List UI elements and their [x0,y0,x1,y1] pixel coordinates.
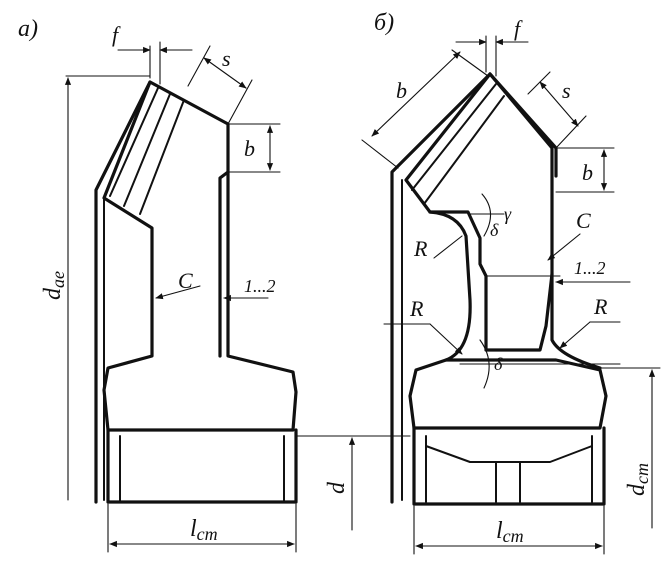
view-a-s-arrows [203,57,247,89]
view-a-f-label: f [112,22,121,47]
view-a: а) f s b dae C [18,16,298,553]
view-b-btop-label: b [396,78,407,103]
view-a-s-ext2 [227,79,253,125]
view-b-label: б) [374,10,394,36]
view-b-c-label: C [576,208,591,233]
view-b-s-ext1 [527,71,551,95]
view-b-web-right [550,272,602,370]
view-a-web-right [218,170,230,358]
view-b-f-label: f [514,16,523,41]
view-b-delta-top-label: δ [490,220,499,240]
view-b-hub-lower [412,426,606,506]
view-a-b-label: b [244,136,255,161]
view-a-hub-lower [106,428,298,504]
view-b-btop-ext1 [361,139,399,169]
view-b-tooth-lines [411,83,505,205]
view-a-c-label: C [178,268,193,293]
view-a-c-leader [155,285,201,300]
view-b-r-top-leader [433,235,463,259]
view-b-angle-arc-bottom [479,339,490,389]
view-b-s-ext2 [555,115,587,149]
view-b-hub-inner [425,435,593,503]
bore-label: d [324,481,350,494]
view-a-dae-label: dae [40,271,68,300]
view-a-label: а) [18,16,38,42]
view-b-lct-label: lст [496,518,524,546]
view-b-delta-bottom-label: δ [494,354,503,374]
view-b-b-label: b [582,160,593,185]
view-b-r-left-leader [429,323,463,355]
view-b-c-leader [547,233,581,261]
view-b-clearance-label: 1...2 [574,258,606,278]
view-b-r-top-label: R [413,236,428,261]
view-b-keyway [425,445,593,503]
view-a-tooth-lines [109,87,185,215]
view-a-s-ext1 [187,45,211,87]
view-a-lct-label: lст [190,516,218,544]
view-b-hub-section [408,358,608,430]
view-b-r-right-label: R [593,294,608,319]
view-b-r-right-leader [559,321,591,349]
view-b-s-label: s [562,78,571,103]
view-b-dct-label: dст [624,463,652,496]
view-b-rim-outer [390,72,558,504]
view-b-s-arrows [539,81,579,127]
view-b-gamma-label: γ [504,204,512,224]
view-a-rim-outline [94,80,152,504]
view-a-hub-inner [119,435,285,503]
view-b: б) b f s b [361,10,661,555]
view-a-clearance-label: 1...2 [244,276,276,296]
view-a-section [102,80,298,432]
view-b-web-left [428,210,472,362]
view-a-s-label: s [222,46,231,71]
view-b-crown-section [404,72,554,352]
view-b-r-left-label: R [409,296,424,321]
view-b-btop-arrows [371,51,461,137]
